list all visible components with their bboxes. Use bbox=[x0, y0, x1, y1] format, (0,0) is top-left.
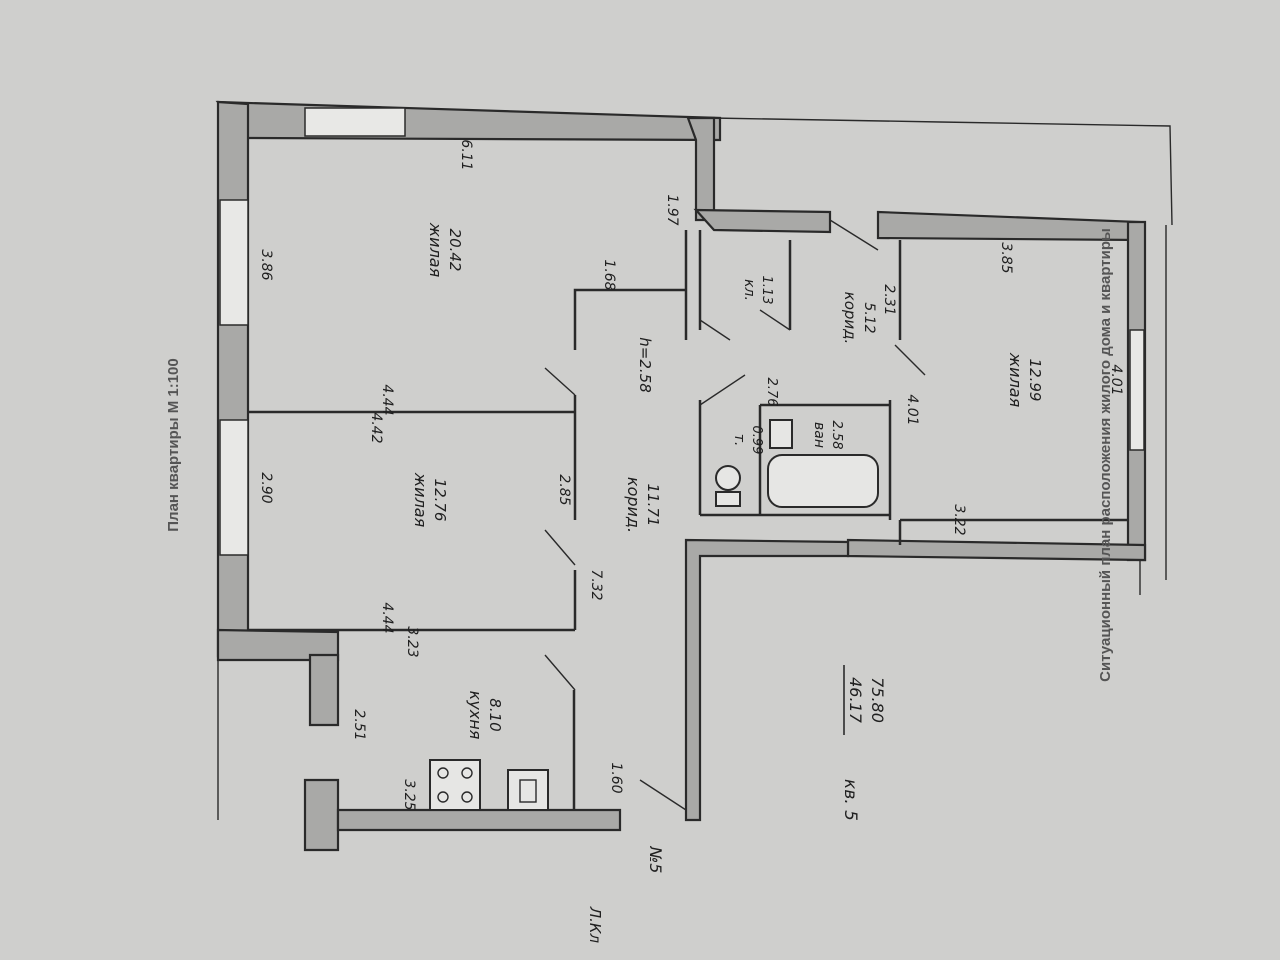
situation-title: Ситуационный план расположения жилого до… bbox=[1097, 228, 1114, 682]
room-name: кл. bbox=[741, 279, 757, 301]
room-area: 5.12 bbox=[861, 302, 877, 333]
room-area: 8.10 bbox=[486, 698, 504, 731]
apartment-number: кв. 5 bbox=[840, 779, 860, 821]
room-name: жилая bbox=[426, 222, 445, 278]
dim-label: 2.31 bbox=[881, 284, 897, 315]
ceiling-height: h=2.58 bbox=[636, 337, 654, 392]
door-swings bbox=[544, 219, 926, 811]
dim-label: 4.42 bbox=[368, 412, 384, 443]
dim-label: 7.32 bbox=[588, 569, 604, 600]
room-kitchen: кухня 8.10 bbox=[466, 691, 504, 740]
dim-label: 1.60 bbox=[608, 762, 624, 793]
dim-label: 1.68 bbox=[601, 259, 617, 290]
dim-label: 3.25 bbox=[401, 779, 417, 810]
mark-n5: №5 bbox=[646, 846, 665, 874]
room-name: кухня bbox=[466, 691, 485, 740]
washbasin-icon bbox=[769, 419, 793, 449]
room-area: 1.13 bbox=[759, 276, 774, 305]
room-area: 12.99 bbox=[1026, 359, 1044, 402]
area-total: 75.80 bbox=[868, 677, 887, 723]
mark-lkl: Л.Кл bbox=[586, 906, 604, 944]
room-name: корид. bbox=[841, 292, 859, 345]
room-living-right: жилая 12.99 bbox=[1006, 352, 1044, 408]
dim-label: 4.44 bbox=[379, 602, 395, 633]
dim-label: 4.01 bbox=[904, 394, 920, 425]
windows bbox=[219, 107, 1145, 556]
dim-label: 3.85 bbox=[998, 242, 1014, 273]
stove-icon bbox=[429, 759, 481, 811]
dim-label: 3.23 bbox=[404, 626, 420, 657]
room-area: 12.76 bbox=[431, 479, 449, 522]
room-toilet: т. 0.99 bbox=[731, 426, 764, 455]
room-area: 20.42 bbox=[446, 229, 464, 272]
room-name: жилая bbox=[411, 472, 430, 528]
room-area: 11.71 bbox=[644, 484, 662, 527]
area-living: 46.17 bbox=[846, 677, 865, 724]
room-labels: жилая 20.42 жилая 12.76 жилая 12.99 кухн… bbox=[411, 222, 1044, 740]
room-corridor-main: корид. 11.71 bbox=[624, 477, 662, 533]
room-closet: кл. 1.13 bbox=[741, 276, 774, 305]
toilet-icon bbox=[715, 465, 741, 491]
room-name: жилая bbox=[1006, 352, 1025, 408]
dim-label: 2.90 bbox=[258, 472, 274, 503]
dim-label: 6.11 bbox=[458, 139, 474, 170]
room-corridor-small: корид. 5.12 bbox=[841, 292, 877, 345]
room-living-mid: жилая 12.76 bbox=[411, 472, 449, 528]
dimension-labels: 6.11 3.86 1.97 1.68 4.44 4.42 2.90 2.85 … bbox=[258, 139, 1124, 810]
room-living-large: жилая 20.42 bbox=[426, 222, 464, 278]
bathtub-icon bbox=[767, 454, 879, 508]
fixtures bbox=[429, 419, 879, 811]
dim-label: 4.44 bbox=[379, 384, 395, 415]
dim-label: 4.01 bbox=[1108, 364, 1124, 395]
dim-label: 2.76 bbox=[764, 378, 779, 407]
room-name: корид. bbox=[624, 477, 643, 533]
room-name: т. bbox=[731, 434, 747, 447]
sink-icon bbox=[507, 769, 549, 811]
dim-label: 2.51 bbox=[351, 709, 367, 740]
dim-label: 3.86 bbox=[258, 249, 274, 280]
site-outline bbox=[217, 117, 1173, 820]
plan-title: План квартиры М 1:100 bbox=[165, 358, 182, 531]
room-name: ван bbox=[811, 422, 827, 448]
dim-label: 3.22 bbox=[951, 504, 967, 535]
room-area: 2.58 bbox=[829, 421, 844, 450]
apartment-summary: кв. 5 46.17 75.80 №5 Л.Кл bbox=[586, 665, 887, 944]
partitions bbox=[248, 230, 1128, 810]
room-bathroom: ван 2.58 bbox=[811, 421, 844, 450]
dim-label: 1.97 bbox=[664, 194, 680, 225]
dim-label: 2.85 bbox=[556, 474, 572, 505]
room-area: 0.99 bbox=[749, 426, 764, 455]
